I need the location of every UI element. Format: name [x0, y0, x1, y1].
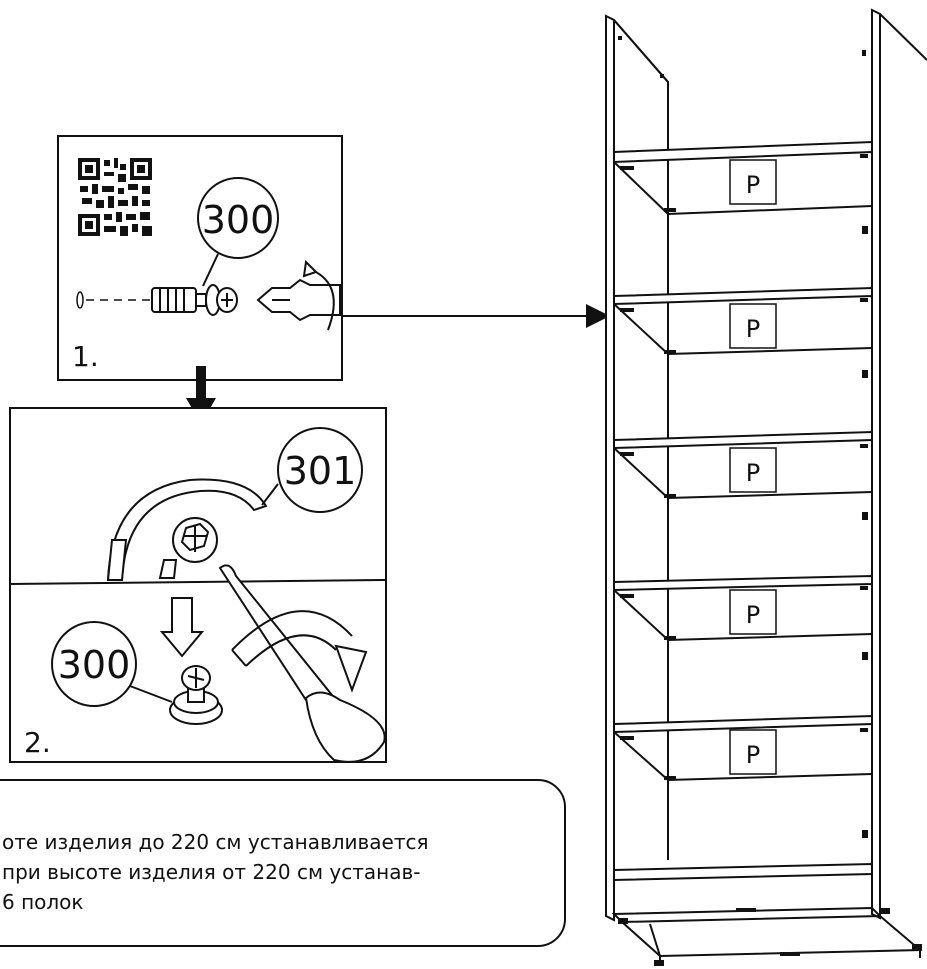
shelf-3 — [613, 430, 873, 499]
shelf-label-1: P — [729, 159, 777, 205]
cam-bolt-icon — [151, 284, 238, 316]
shelf-label-3: P — [729, 447, 777, 493]
part-300-label: 300 — [202, 198, 275, 242]
svg-text:P: P — [746, 741, 760, 769]
screwdriver-icon — [218, 564, 386, 763]
shelf-4 — [613, 574, 873, 641]
note-line-3: 6 полок — [2, 890, 84, 914]
assembly-note: оте изделия до 220 см устанавливается пр… — [0, 779, 566, 947]
cam-lock-icon — [106, 478, 268, 581]
part-301-label: 301 — [284, 449, 357, 493]
step-1-label: 1. — [72, 340, 99, 373]
step-2-panel: 301 300 2. — [9, 407, 387, 763]
shelf-label-2: P — [729, 303, 777, 349]
note-line-1: оте изделия до 220 см устанавливается — [2, 830, 429, 854]
note-line-2: при высоте изделия от 220 см устанав- — [2, 860, 421, 884]
shelf-1 — [613, 140, 873, 215]
svg-text:P: P — [746, 459, 760, 487]
shelf-label-4: P — [729, 589, 777, 635]
svg-text:P: P — [746, 315, 760, 343]
shelf-5 — [613, 714, 873, 781]
qr-code-icon — [78, 158, 152, 236]
pointer-arrow-icon — [342, 304, 610, 328]
fitting-marks — [618, 36, 922, 966]
shelf-unit — [605, 8, 927, 966]
shelf-2 — [613, 286, 873, 355]
insert-arrow-icon — [159, 597, 205, 658]
svg-text:P: P — [746, 171, 760, 199]
assembly-note-text: оте изделия до 220 см устанавливается пр… — [2, 827, 562, 917]
part-300-bottom-label: 300 — [58, 643, 131, 687]
step-2-label: 2. — [24, 726, 51, 759]
step-1-panel: 300 1. — [57, 135, 343, 381]
shelf-label-5: P — [729, 729, 777, 775]
part-callout-circle — [197, 177, 279, 259]
screwdriver-bit-icon — [256, 259, 341, 331]
screw-icon — [169, 665, 223, 725]
svg-text:P: P — [746, 601, 760, 629]
